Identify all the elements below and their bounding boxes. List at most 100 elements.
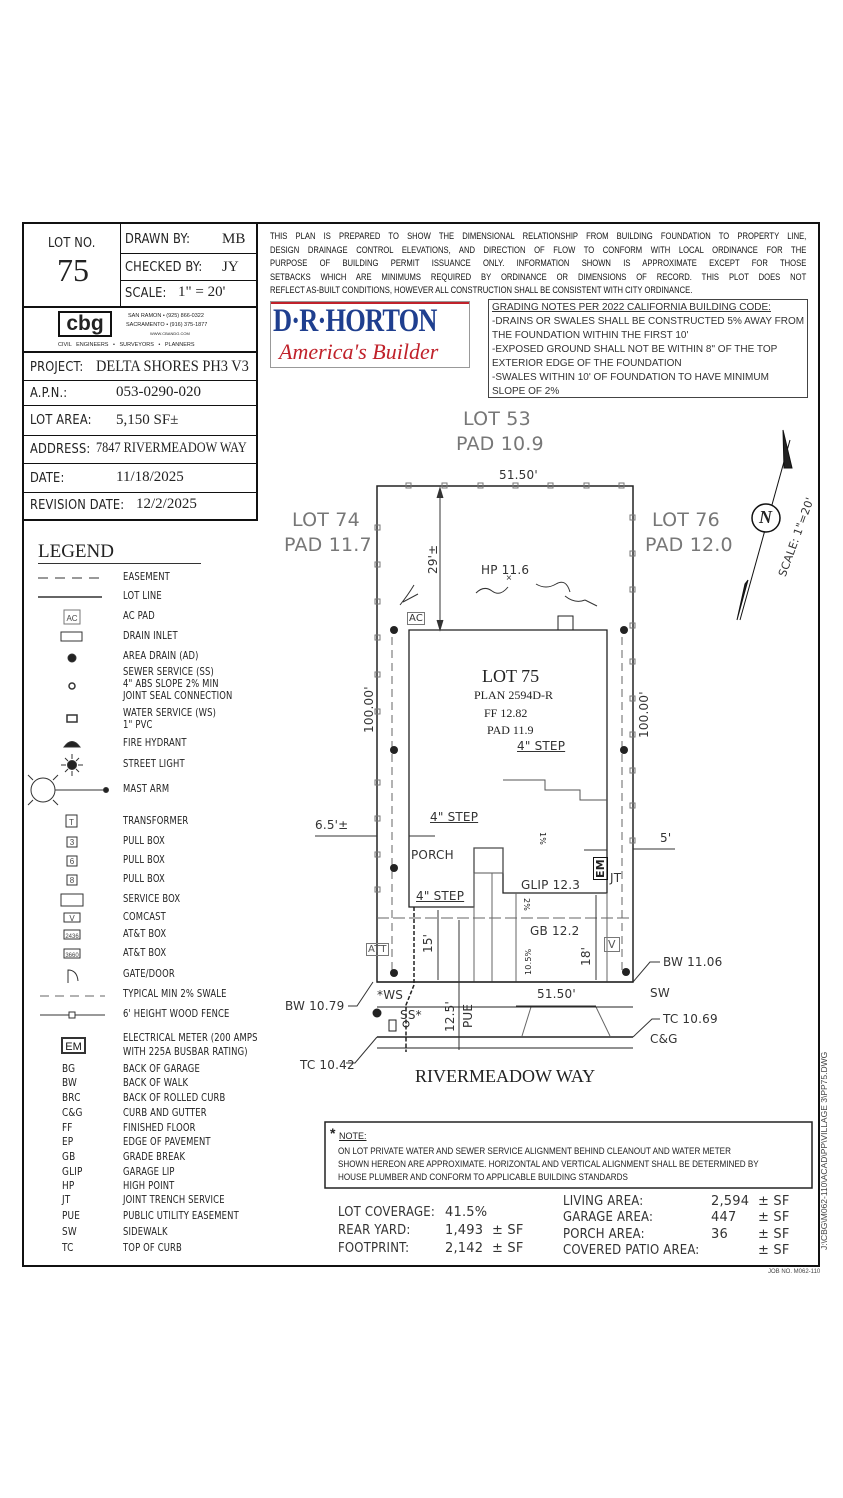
garage-lip-label: GLIP 12.3 [521, 878, 581, 892]
disclaimer-line: DESIGN DRAINAGE CONTROL ELEVATIONS, AND … [270, 244, 807, 255]
footprint: 2,142 [445, 1241, 484, 1256]
grading-note-line: SLOPE OF 2% [492, 386, 560, 397]
rear-setback-dim: 29'± [426, 544, 440, 574]
drawn-by-label: DRAWN BY: [125, 232, 191, 247]
unit: ± SF [492, 1223, 524, 1238]
abbr-meaning: FINISHED FLOOR [123, 1122, 196, 1134]
grading-note-line: -DRAINS OR SWALES SHALL BE CONSTRUCTED 5… [492, 316, 805, 327]
electrical-meter-label: EM [593, 857, 608, 880]
legend-label: AC PAD [123, 610, 155, 622]
water-meter-icon [388, 1019, 397, 1032]
sidewalk-label: SW [650, 986, 670, 1000]
porch-area-label: PORCH AREA: [563, 1227, 645, 1242]
house-lot-title: LOT 75 [482, 666, 540, 686]
pull-box-8-icon [66, 874, 78, 886]
lot-area-label: LOT AREA: [30, 413, 92, 428]
apn-label: A.P.N.: [30, 386, 68, 401]
note-box [324, 1121, 813, 1189]
grading-note-line: -EXPOSED GROUND SHALL NOT BE WITHIN 8" O… [492, 344, 778, 355]
front-width-dim: 51.50' [537, 987, 576, 1001]
lot-53-pad: PAD 10.9 [456, 433, 544, 455]
porch-label: PORCH [411, 848, 454, 862]
pue-width-dim: 12.5' [443, 1000, 457, 1032]
legend-label: AREA DRAIN (AD) [123, 650, 199, 662]
drawn-by: MB [222, 231, 246, 247]
sewer-line [405, 907, 415, 1052]
disclaimer-line: THIS PLAN IS PREPARED TO SHOW THE DIMENS… [270, 231, 807, 241]
unit: ± SF [758, 1243, 790, 1258]
abbr: BRC [62, 1092, 81, 1104]
water-service-label: *WS [377, 988, 404, 1002]
fence-posts [374, 482, 636, 893]
lot-coverage: 41.5% [445, 1205, 488, 1220]
legend-label: DRAIN INLET [123, 630, 178, 642]
finished-floor: FF 12.82 [484, 706, 528, 720]
step-label: 4" STEP [416, 889, 465, 903]
bw-left-label: BW 10.79 [285, 999, 345, 1013]
area-drain-icons [390, 626, 630, 977]
date: 11/18/2025 [116, 469, 184, 485]
garage-slope: 1% [538, 832, 547, 846]
legend-label: SEWER SERVICE (SS) [123, 666, 214, 678]
ac-pad-box [557, 615, 574, 631]
file-path: J:\CBG\M062-110\ACAD\PP\VILLAGE 3\PP75.D… [819, 1051, 829, 1250]
att-box-label: ATT [366, 943, 389, 956]
lot-no: 75 [57, 252, 89, 288]
unit: ± SF [758, 1227, 790, 1242]
house-plan: PLAN 2594D-R [474, 688, 554, 702]
porch-area: 36 [711, 1227, 728, 1242]
legend-label: FIRE HYDRANT [123, 737, 187, 749]
legend-label: LOT LINE [123, 590, 162, 602]
legend-label: MAST ARM [123, 783, 170, 795]
abbr: BG [62, 1063, 76, 1075]
transformer-symbol-text: T [69, 818, 74, 827]
revision-date-label: REVISION DATE: [30, 498, 125, 513]
abbr: JT [62, 1194, 71, 1206]
em-symbol-text: EM [65, 1041, 82, 1053]
area-drain-icon [67, 653, 77, 663]
legend-label: SERVICE BOX [123, 893, 181, 905]
abbr-meaning: GRADE BREAK [123, 1151, 186, 1163]
cbg-web: WWW.CBANDG.COM [150, 331, 190, 336]
comcast-symbol-text: V [69, 914, 75, 923]
service-box-icon [60, 893, 84, 907]
cbg-disciplines: CIVIL ENGINEERS • SURVEYORS • PLANNERS [58, 342, 195, 348]
comcast-icon [63, 912, 81, 923]
dr-horton-tagline: America's Builder [279, 339, 439, 364]
rear-width-dim: 51.50' [499, 468, 538, 482]
fire-hydrant-icon [63, 741, 81, 748]
street-light-icon [61, 754, 83, 776]
abbr: PUE [62, 1210, 81, 1222]
checked-by-label: CHECKED BY: [125, 260, 203, 275]
sewer-service-label: SS* [400, 1008, 422, 1022]
abbr-meaning: BACK OF WALK [123, 1077, 189, 1089]
high-point-label: HP 11.6 [481, 563, 530, 577]
side-setback-left: 6.5'± [315, 818, 349, 832]
mast-arm-icon [27, 774, 109, 806]
dr-horton-wordmark: D·R·HORTON [273, 303, 437, 339]
apn: 053-0290-020 [116, 384, 201, 400]
abbr-meaning: EDGE OF PAVEMENT [123, 1136, 211, 1148]
depth-right-dim: 100.00' [637, 691, 651, 738]
ac-pad-label: AC [407, 612, 426, 625]
att-symbol-text: 2436 [65, 934, 79, 940]
scale: 1" = 20' [178, 284, 226, 300]
north-arrow [736, 429, 793, 621]
abbr: SW [62, 1226, 77, 1238]
legend-label: JOINT SEAL CONNECTION [123, 690, 233, 702]
abbr: GLIP [62, 1166, 83, 1178]
legend-label: GATE/DOOR [123, 968, 175, 980]
project: DELTA SHORES PH3 V3 [96, 358, 249, 375]
address: 7847 RIVERMEADOW WAY [96, 440, 247, 456]
checked-by: JY [222, 259, 239, 275]
att-symbol-text: 3660 [65, 953, 79, 959]
lot-area: 5,150 SF± [116, 412, 179, 428]
legend-label: ELECTRICAL METER (200 AMPS [123, 1032, 258, 1044]
pull-box-symbol-text: 3 [70, 838, 75, 847]
abbr-meaning: HIGH POINT [123, 1180, 175, 1192]
rear-yard: 1,493 [445, 1223, 484, 1238]
garage-setback-dim: 18' [579, 946, 593, 966]
living-area: 2,594 [711, 1194, 750, 1209]
sewer-service-icon [68, 682, 76, 690]
tc-right-label: TC 10.69 [663, 1012, 718, 1026]
